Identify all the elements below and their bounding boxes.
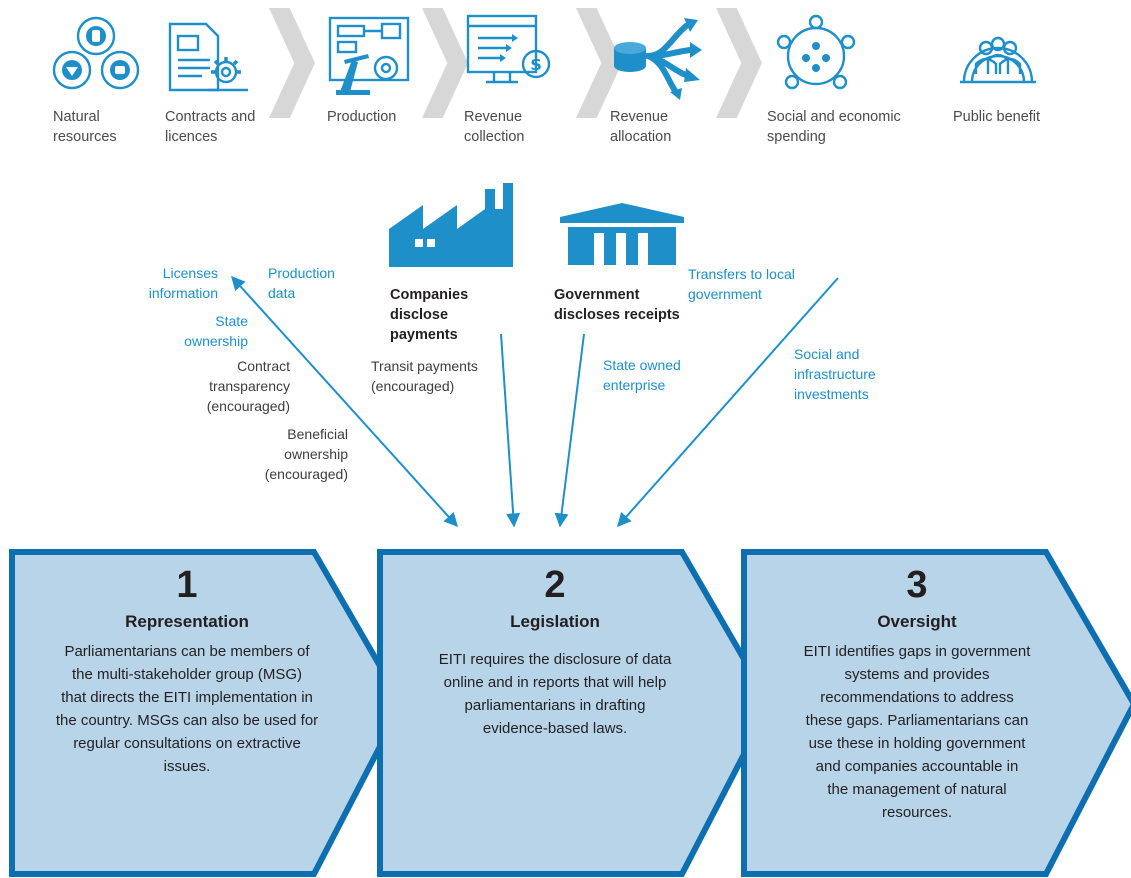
box-body: EITI identifies gaps in government syste… [803,643,1031,821]
label-transfers-local-government: Transfers to local government [688,266,795,302]
stage-label-public-benefit: Public benefit [953,109,1041,125]
arrow-government [554,333,585,528]
public-benefit-icon [960,36,1036,84]
box-title: Legislation [510,612,600,631]
stage-label-revenue-allocation: Revenue allocation [610,109,672,145]
box-2-shape [377,549,774,877]
contracts-icon [168,22,248,92]
stage-label-production: Production [327,109,397,125]
stage-label-revenue-collection: Revenue collection [464,109,525,145]
stage-label-natural-resources: Natural resources [53,109,117,145]
box-legislation: 2 Legislation EITI requires the disclosu… [390,560,720,740]
box-body: Parliamentarians can be members of the m… [55,643,319,775]
box-number: 3 [906,564,928,606]
revenue-collection-icon: $ [466,14,551,84]
svg-text:$: $ [530,55,542,75]
box-title: Oversight [877,612,957,631]
box-oversight: 3 Oversight EITI identifies gaps in gove… [752,560,1082,824]
factory-icon [389,183,513,267]
government-building-icon [560,203,684,265]
stage-label-contracts: Contracts and licences [165,109,256,145]
stage-label-social-spending: Social and economic spending [767,109,901,145]
label-state-owned-enterprise: State owned enterprise [603,357,681,393]
box-title: Representation [125,612,249,631]
box-number: 1 [176,564,198,606]
box-representation: 1 Representation Parliamentarians can be… [22,560,352,778]
social-spending-icon [776,14,856,90]
arrow-right [617,277,839,528]
natural-resources-icon [52,16,140,90]
box-3-shape [741,549,1131,877]
box-number: 2 [544,564,566,606]
arrow-companies [500,333,521,528]
revenue-allocation-icon [614,18,702,100]
government-discloses-label: Government discloses receipts [554,287,680,323]
box-1-shape [9,549,406,877]
label-social-infrastructure: Social and infrastructure investments [794,346,876,402]
arrow-left [231,275,458,528]
production-icon [328,16,410,95]
box-body: EITI requires the disclosure of data onl… [438,651,672,737]
label-licenses-information: Licenses information [148,265,218,301]
